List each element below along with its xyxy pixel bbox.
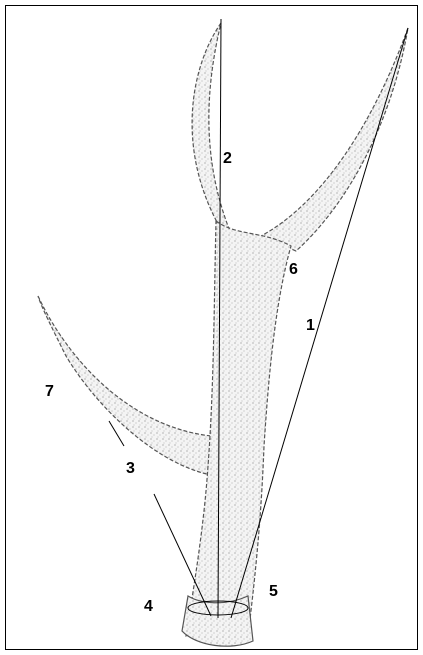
label-1: 1 — [306, 317, 315, 334]
antler-main-beam — [186, 221, 291, 636]
label-6: 6 — [289, 261, 298, 278]
label-2: 2 — [223, 150, 232, 167]
line-3-tick — [109, 421, 124, 446]
figure-frame: 1 2 3 4 5 6 7 — [5, 5, 418, 650]
label-7: 7 — [45, 383, 54, 400]
antler-top-tine — [192, 23, 234, 241]
label-4: 4 — [144, 598, 153, 615]
antler-right-tine — [261, 28, 408, 251]
label-5: 5 — [269, 583, 278, 600]
antler-diagram: 1 2 3 4 5 6 7 — [6, 6, 419, 651]
antler-drawing — [38, 23, 408, 646]
label-3: 3 — [126, 460, 135, 477]
antler-left-tine — [38, 296, 216, 476]
